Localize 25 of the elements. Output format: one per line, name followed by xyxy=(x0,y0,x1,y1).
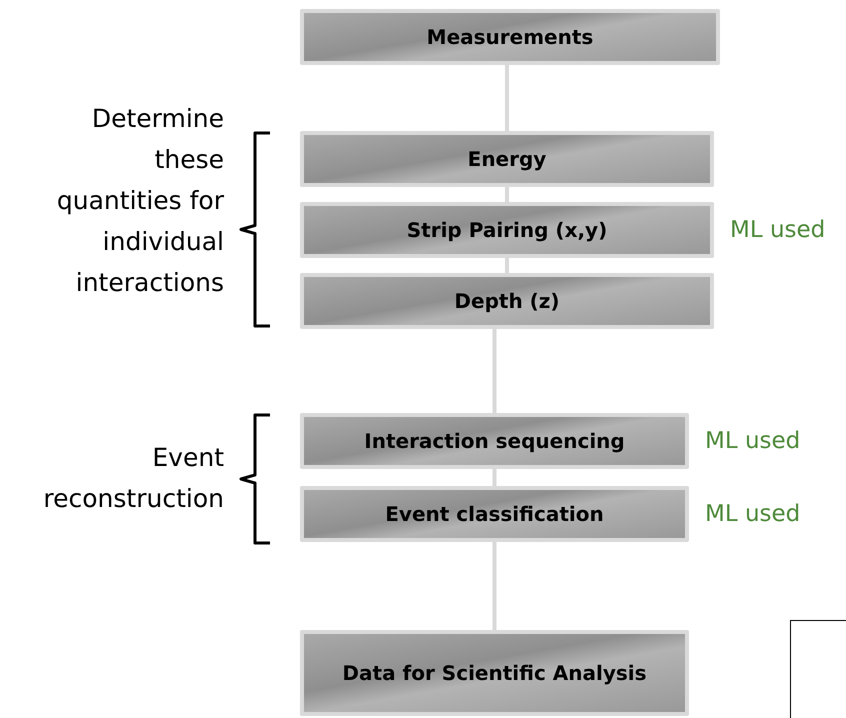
group-label: Determine these quantities for individual interactions xyxy=(56,103,224,299)
annotation: ML used xyxy=(705,500,800,529)
box-label: Measurements xyxy=(426,24,594,51)
box-label: Interaction sequencing xyxy=(364,428,625,455)
box-label: Depth (z) xyxy=(454,288,560,315)
box-label: Energy xyxy=(468,146,546,173)
connector-line xyxy=(505,65,509,131)
connector-line xyxy=(492,329,496,413)
box-label: Event classification xyxy=(385,501,604,528)
connector-line xyxy=(505,258,509,273)
annotation: ML used xyxy=(730,216,826,245)
connector-line xyxy=(492,542,496,630)
annotation: ML used xyxy=(705,427,800,456)
group-label: Event reconstruction xyxy=(42,442,224,515)
process-box xyxy=(300,486,689,542)
connector-line xyxy=(505,187,509,202)
process-box xyxy=(300,202,714,258)
process-box xyxy=(300,413,689,469)
process-box xyxy=(300,273,714,329)
box-label: Strip Pairing (x,y) xyxy=(406,217,608,244)
connector-line xyxy=(492,469,496,486)
process-box xyxy=(300,9,720,65)
box-label: Data for Scientific Analysis xyxy=(342,660,647,687)
process-box xyxy=(300,630,689,716)
process-box xyxy=(300,131,714,187)
